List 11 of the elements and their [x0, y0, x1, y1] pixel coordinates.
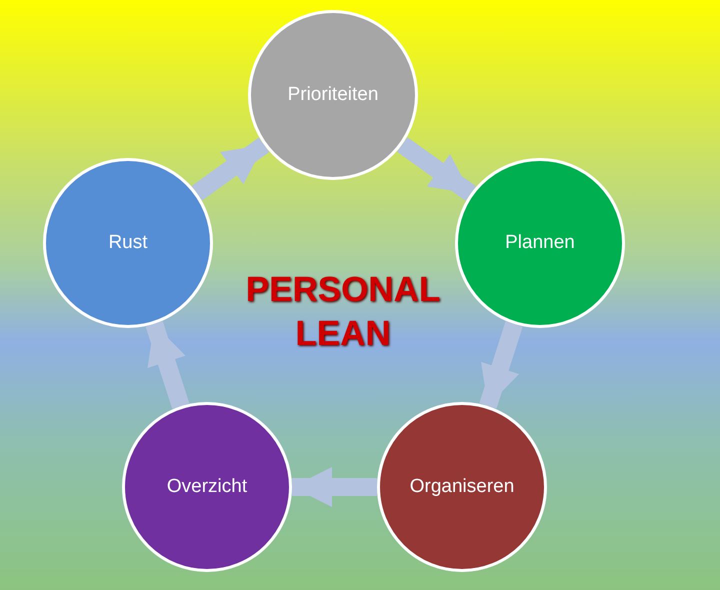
block-arrow	[292, 467, 377, 507]
block-arrow	[146, 321, 190, 409]
diagram-title: PERSONAL LEAN	[244, 269, 442, 355]
block-arrow	[192, 137, 270, 201]
step-label: Prioriteiten	[288, 84, 378, 106]
step-label: Organiseren	[410, 476, 514, 498]
step-label: Overzicht	[166, 476, 248, 498]
step-label: Rust	[108, 232, 148, 254]
block-arrow	[479, 321, 523, 409]
step-label: Plannen	[505, 232, 575, 254]
block-arrow	[396, 137, 476, 201]
